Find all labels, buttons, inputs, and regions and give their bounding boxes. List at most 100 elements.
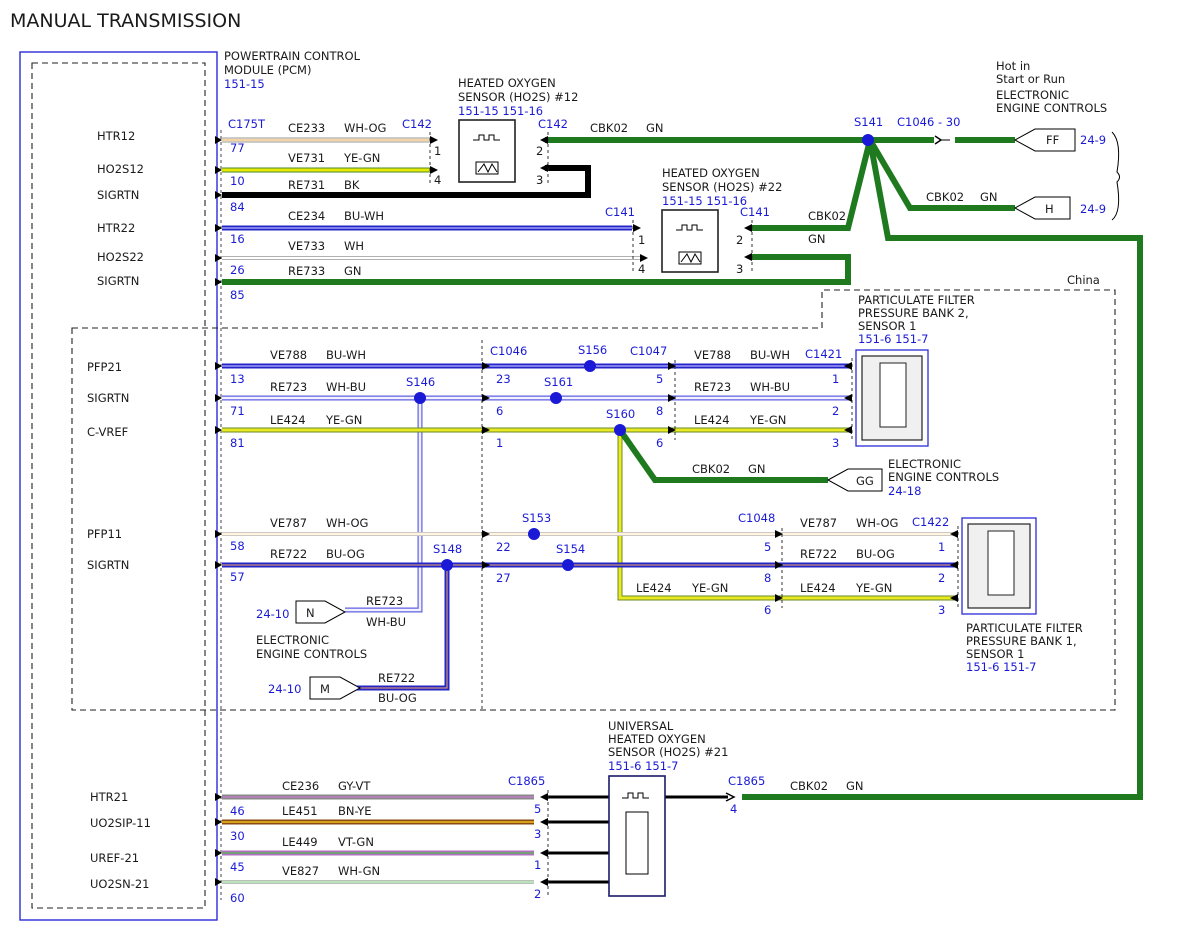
label-cbk02-1: CBK02 [590,121,628,135]
pin-number-13: 13 [230,372,245,386]
c1047-label: C1047 [630,344,667,358]
pf2-connector: C1421 [805,347,842,361]
ff-reference: FF 24-9 [1013,128,1106,152]
label-ye-gn-3: YE-GN [749,413,786,427]
c1048-pin-6: 6 [764,603,771,617]
pin-number-60: 60 [230,891,245,905]
splice-label-s156: S156 [578,343,607,357]
pin-label-uo2sn21: UO2SN-21 [90,877,149,891]
label-gn-2: GN [646,121,664,135]
label-ve787-1: VE787 [270,516,307,530]
wire-cbk02-to-gg [617,428,828,483]
ho2s22-connector-left: C141 [605,205,635,219]
pin-number-46: 46 [230,804,245,818]
ho2s12-ref: 151-15 151-16 [458,104,543,118]
label-gn-4: GN [980,190,998,204]
label-re733: RE733 [288,264,325,278]
pin-number-71: 71 [230,404,245,418]
label-ve827: VE827 [282,864,319,878]
eec-gg-line2: ENGINE CONTROLS [888,470,999,484]
gg-reference: GG ELECTRONIC ENGINE CONTROLS 24-18 [826,457,999,498]
ho2s12-pin-4: 4 [434,173,441,187]
ho2s22-name-line1: HEATED OXYGEN [662,166,760,180]
pf-bank1-sensor: C1422 1 2 3 PARTICULATE FILTER PRESSURE … [912,515,1083,674]
pin-label-sigrtn-85: SIGRTN [97,274,139,288]
ho2s12-body [458,119,516,183]
uho2s21-pin-4: 4 [730,802,737,816]
ho2s12-pin-1: 1 [434,144,441,158]
c1046-pin-22: 22 [496,540,511,554]
splice-label-s160: S160 [606,407,635,421]
uho2s21-connector-left: C1865 [508,774,545,788]
pcm-name-line2: MODULE (PCM) [224,63,311,77]
uho2s21-pin-5: 5 [534,802,541,816]
n-label: N [306,606,315,620]
eec-top-line1: ELECTRONIC [996,88,1069,102]
n-reference: 24-10 N ELECTRONIC ENGINE CONTROLS [256,600,367,661]
pf2-pin-3: 3 [832,436,839,450]
c1046-30-label: C1046 - 30 [897,115,960,129]
pin-label-htr22: HTR22 [97,221,135,235]
ho2s12-heater-icon [473,134,500,141]
ho2s22-pin-1: 1 [638,233,645,247]
label-wh-bu-1: WH-BU [326,380,366,394]
uho2s21-pin-3: 3 [534,827,541,841]
pin-number-57: 57 [230,570,245,584]
label-le424-1: LE424 [270,413,306,427]
splice-label-s153: S153 [522,511,551,525]
pf1-ref: 151-6 151-7 [966,660,1037,674]
pf1-pin-3: 3 [938,603,945,617]
pcm-pin-numbers: 77 10 84 16 26 85 13 71 81 58 57 46 30 4… [230,141,245,905]
c1046-label: C1046 [490,344,527,358]
c1048-connector: C1048 5 8 6 [738,511,783,617]
label-gn-1: GN [344,264,362,278]
wire-labels: CE233 WH-OG VE731 YE-GN RE731 BK CE234 B… [270,121,998,878]
label-ye-gn-4: YE-GN [691,581,728,595]
c1046-30-connector: C1046 - 30 [897,115,960,145]
pin-label-uo2sip11: UO2SIP-11 [90,816,151,830]
eec-n-line2: ENGINE CONTROLS [256,647,367,661]
pin-label-htr12: HTR12 [97,129,135,143]
label-le424-2: LE424 [694,413,730,427]
splice-s141 [862,134,874,146]
eec-top-line2: ENGINE CONTROLS [996,101,1107,115]
label-cbk02-5: CBK02 [790,779,828,793]
label-bn-ye: BN-YE [338,804,372,818]
uho2s21-ref: 151-6 151-7 [608,759,679,773]
pin-number-81: 81 [230,436,245,450]
ho2s22-connector-right: C141 [740,205,770,219]
pin-label-uref21: UREF-21 [90,851,139,865]
c1046-pin-23: 23 [496,372,511,386]
c1047-pin-5: 5 [656,372,663,386]
pin-number-45: 45 [230,860,245,874]
label-bu-wh-1: BU-WH [344,209,384,223]
splice-s148 [441,559,453,571]
label-ce234: CE234 [288,209,325,223]
pin-label-htr21: HTR21 [90,790,128,804]
ho2s22-pin-4: 4 [638,262,645,276]
label-bu-og-1: BU-OG [326,547,365,561]
splice-label-s141: S141 [854,115,883,129]
ho2s22-heater-icon [676,224,703,231]
label-bu-og-3: BU-OG [378,691,417,705]
h-reference: H 24-9 [1013,196,1106,220]
hot-reference: Hot in Start or Run ELECTRONIC ENGINE CO… [996,59,1107,115]
uho2s21-body [608,775,666,897]
page-title: MANUAL TRANSMISSION [10,10,241,32]
ho2s12-connector-right: C142 [538,117,568,131]
gg-label: GG [856,474,874,488]
pf1-pin-2: 2 [938,571,945,585]
uho2s21-pin-1: 1 [534,858,541,872]
pin-label-ho2s12: HO2S12 [97,162,144,176]
label-ce233: CE233 [288,121,325,135]
label-wh: WH [344,239,364,253]
label-vt-gn: VT-GN [338,835,374,849]
ho2s22-name-line2: SENSOR (HO2S) #22 [662,180,782,194]
ho2s12-sensing-element-icon [475,161,499,175]
pf2-pin-1: 1 [832,372,839,386]
pin-number-26: 26 [230,263,245,277]
splices [414,134,874,571]
hot-line2: Start or Run [996,72,1065,86]
uho2s21-pin-2: 2 [534,887,541,901]
splice-s160 [614,424,626,436]
